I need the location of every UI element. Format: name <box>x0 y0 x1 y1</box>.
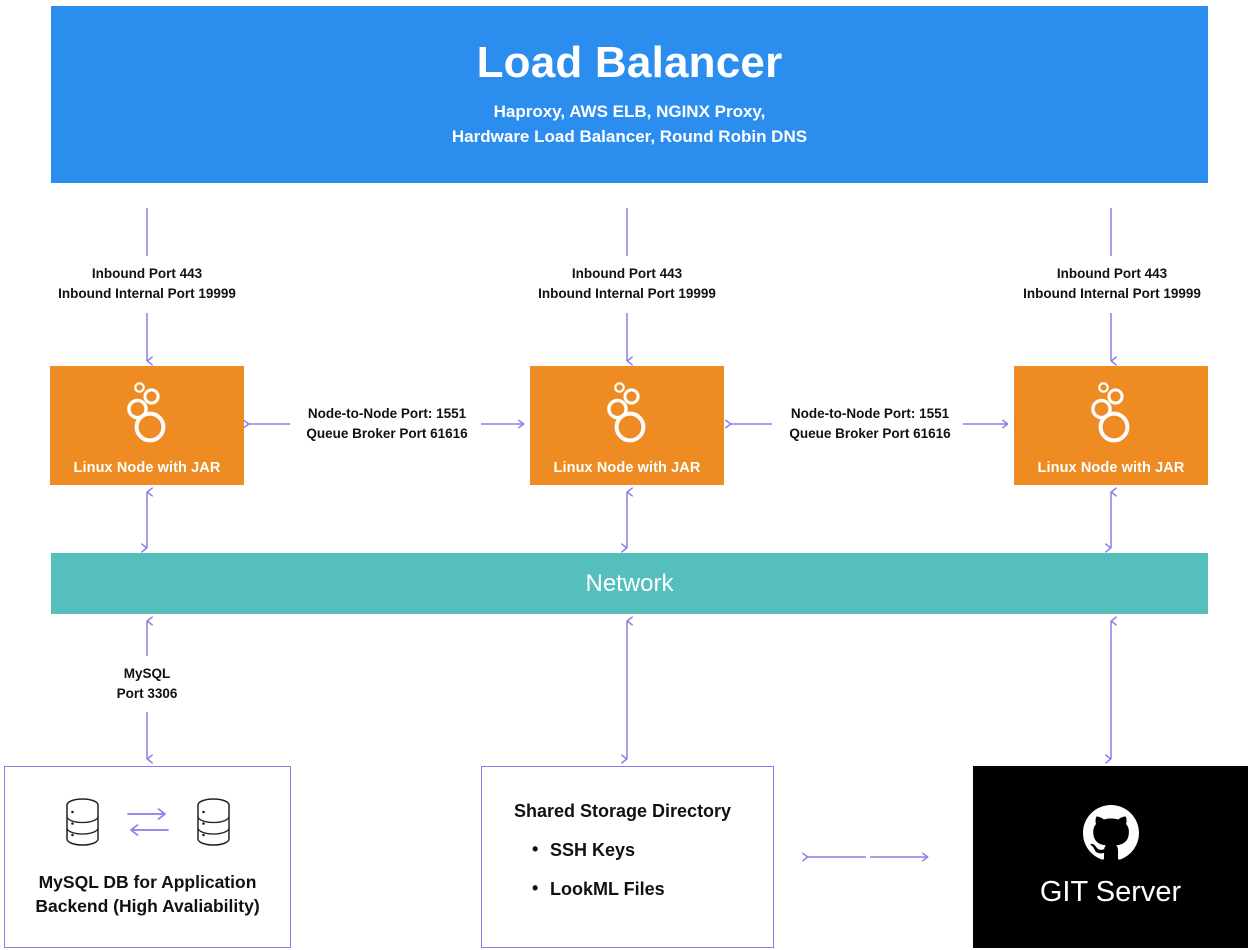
linux-node-left[interactable]: Linux Node with JAR <box>50 366 244 485</box>
network-bar: Network <box>51 553 1208 614</box>
linux-node-left-label: Linux Node with JAR <box>73 460 221 476</box>
git-server-box[interactable]: GIT Server <box>973 766 1248 948</box>
mysql-db-caption: MySQL DB for Application Backend (High A… <box>35 871 259 918</box>
list-item: SSH Keys <box>532 839 773 861</box>
github-octocat-icon <box>1082 805 1139 866</box>
list-item: LookML Files <box>532 878 773 900</box>
mysql-db-caption-line1: MySQL DB for Application <box>38 871 257 892</box>
inbound-port-label-middle: Inbound Port 443 Inbound Internal Port 1… <box>538 266 716 301</box>
shared-storage-title: Shared Storage Directory <box>514 801 732 821</box>
database-cylinder-icon-primary <box>62 796 103 853</box>
load-balancer-subtitle-line2: Hardware Load Balancer, Round Robin DNS <box>451 126 808 146</box>
linux-node-right[interactable]: Linux Node with JAR <box>1014 366 1208 485</box>
load-balancer-banner: Load Balancer Haproxy, AWS ELB, NGINX Pr… <box>51 6 1208 183</box>
replication-arrows-icon <box>125 802 171 847</box>
linux-node-middle[interactable]: Linux Node with JAR <box>530 366 724 485</box>
database-replication-row <box>62 796 234 853</box>
linux-node-right-label: Linux Node with JAR <box>1037 460 1185 476</box>
inbound-port-label-left: Inbound Port 443 Inbound Internal Port 1… <box>58 266 236 301</box>
load-balancer-subtitle-line1: Haproxy, AWS ELB, NGINX Proxy, <box>493 102 766 122</box>
load-balancer-title: Load Balancer <box>476 38 783 88</box>
shared-storage-list: SSH Keys LookML Files <box>514 839 773 900</box>
node-to-node-label-left: Node-to-Node Port: 1551 Queue Broker Por… <box>306 406 468 441</box>
looker-logo-icon <box>530 366 724 460</box>
database-cylinder-icon-replica <box>193 796 234 853</box>
mysql-port-label: MySQL Port 3306 <box>116 666 178 701</box>
looker-logo-icon <box>1014 366 1208 460</box>
mysql-box-content: MySQL DB for Application Backend (High A… <box>5 767 290 947</box>
mysql-db-caption-line2: Backend (High Avaliability) <box>35 895 260 916</box>
linux-node-middle-label: Linux Node with JAR <box>553 460 701 476</box>
looker-logo-icon <box>50 366 244 460</box>
network-label: Network <box>585 569 674 597</box>
inbound-port-label-right: Inbound Port 443 Inbound Internal Port 1… <box>1023 266 1201 301</box>
git-server-label: GIT Server <box>1039 876 1182 908</box>
shared-storage-box[interactable]: Shared Storage Directory SSH Keys LookML… <box>481 766 774 948</box>
shared-storage-content: Shared Storage Directory SSH Keys LookML… <box>482 767 773 900</box>
load-balancer-subtitle: Haproxy, AWS ELB, NGINX Proxy, Hardware … <box>452 100 807 148</box>
node-to-node-label-right: Node-to-Node Port: 1551 Queue Broker Por… <box>789 406 951 441</box>
mysql-db-box[interactable]: MySQL DB for Application Backend (High A… <box>4 766 291 948</box>
